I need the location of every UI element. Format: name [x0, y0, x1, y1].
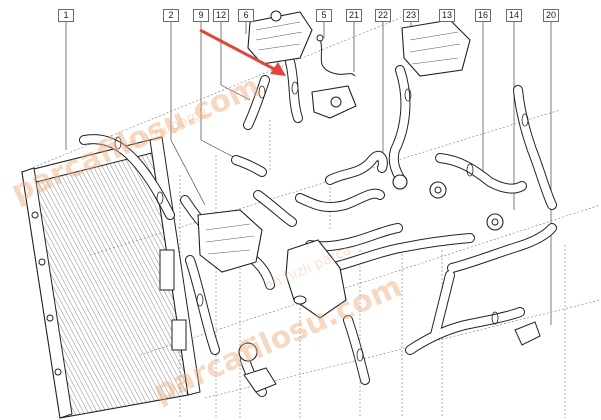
callout-2[interactable]: 2: [163, 9, 179, 22]
hose-clamps: [114, 81, 529, 362]
radiator: [21, 136, 201, 419]
expansion-tank: [247, 10, 313, 65]
auxiliary-pump: [238, 342, 277, 393]
red-arrow: [199, 28, 286, 76]
callout-21[interactable]: 21: [346, 9, 362, 22]
thermostat-housing: [311, 85, 357, 119]
water-pump: [197, 209, 263, 273]
valve-22: [392, 174, 408, 190]
hoses-fill: [80, 58, 556, 396]
callout-9[interactable]: 9: [193, 9, 209, 22]
egr-cooler-assembly: [401, 19, 471, 77]
callout-13[interactable]: 13: [439, 9, 455, 22]
callout-16[interactable]: 16: [475, 9, 491, 22]
callout-6[interactable]: 6: [238, 9, 254, 22]
callout-23[interactable]: 23: [403, 9, 419, 22]
callout-14[interactable]: 14: [506, 9, 522, 22]
connector-20: [514, 321, 541, 346]
valve-14: [486, 213, 504, 231]
coolant-manifold: [285, 239, 347, 319]
sensor-wire: [316, 34, 356, 77]
callout-12[interactable]: 12: [213, 9, 229, 22]
callout-1[interactable]: 1: [58, 9, 74, 22]
valve-13: [429, 181, 447, 199]
callout-5[interactable]: 5: [316, 9, 332, 22]
callout-20[interactable]: 20: [543, 9, 559, 22]
callout-22[interactable]: 22: [375, 9, 391, 22]
